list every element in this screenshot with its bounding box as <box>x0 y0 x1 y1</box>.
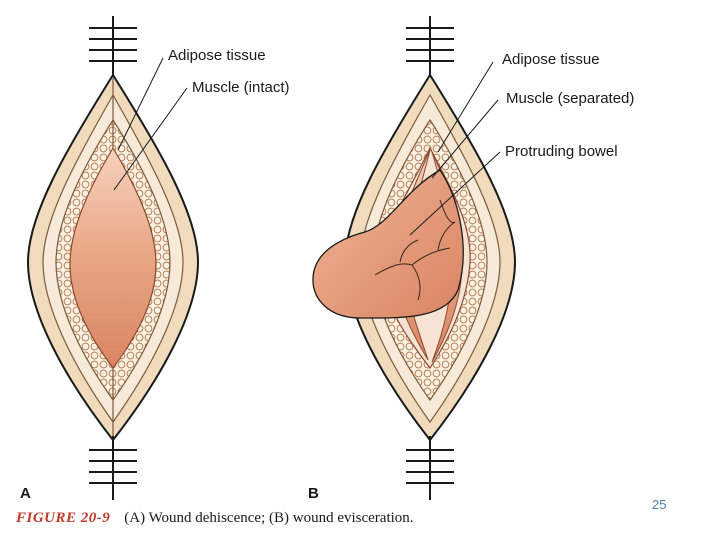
caption-text: (A) Wound dehiscence; (B) wound eviscera… <box>124 510 414 526</box>
protruding-bowel <box>312 169 464 319</box>
figure-number: FIGURE 20-9 <box>16 510 111 526</box>
figure-caption: FIGURE 20-9 (A) Wound dehiscence; (B) wou… <box>16 510 414 527</box>
label-muscle-separated: Muscle (separated) <box>506 90 634 107</box>
leader-adipose-b <box>437 61 494 153</box>
suture-bottom-b <box>406 436 454 500</box>
suture-top-b <box>406 16 454 78</box>
suture-top-a <box>89 16 137 78</box>
suture-bottom-a <box>89 436 137 500</box>
bowel-creases <box>374 199 456 301</box>
panel-letter-a: A <box>20 485 31 502</box>
label-protruding-bowel: Protruding bowel <box>505 143 618 160</box>
label-adipose-tissue-a: Adipose tissue <box>168 47 266 64</box>
panel-letter-b: B <box>308 485 319 502</box>
leader-bowel-b <box>409 151 501 236</box>
leader-muscle-b <box>431 99 499 179</box>
panel-b: Adipose tissue Muscle (separated) Protru… <box>308 16 634 502</box>
page-number: 25 <box>652 497 667 512</box>
label-adipose-tissue-b: Adipose tissue <box>502 51 600 68</box>
label-muscle-intact: Muscle (intact) <box>192 79 290 96</box>
leader-muscle-a <box>113 87 188 191</box>
leader-adipose-a <box>117 57 164 151</box>
panel-a: Adipose tissue Muscle (intact) A <box>20 16 290 502</box>
